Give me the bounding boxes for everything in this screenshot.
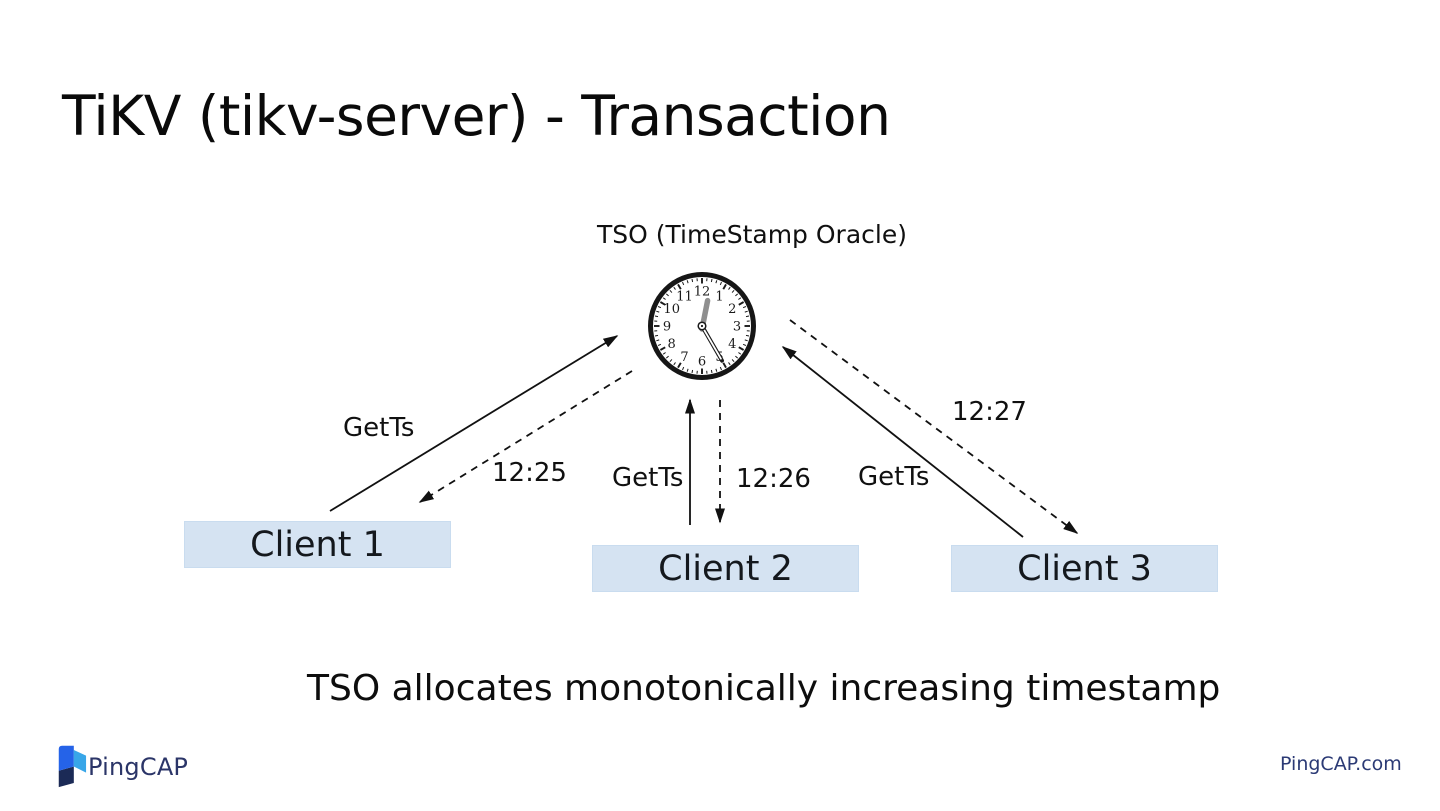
pingcap-brand-text: PingCAP [88,753,189,781]
client3-box: Client 3 [951,545,1218,592]
client1-request-arrow [329,335,619,512]
clock-ticks [654,278,750,374]
clock-icon: 12 1 2 3 4 5 6 7 8 9 10 11 [648,272,756,380]
slide-title: TiKV (tikv-server) - Transaction [62,84,891,148]
clock-number: 3 [733,320,741,335]
clock-number: 4 [728,337,736,352]
website-text: PingCAP.com [1280,753,1402,775]
slide-caption: TSO allocates monotonically increasing t… [307,668,1221,709]
pingcap-logo: PingCAP [55,743,190,789]
clock-number: 1 [715,289,723,304]
client2-response-label: 12:26 [736,464,811,494]
client1-response-label: 12:25 [492,458,567,488]
client2-label: Client 2 [658,548,793,589]
client2-box: Client 2 [592,545,859,592]
clock-number: 7 [680,350,688,365]
clock-hub-dot [700,324,704,328]
clock-number: 12 [694,285,711,300]
minute-hand [701,326,722,360]
client3-response-arrow [789,319,1079,534]
client3-request-label: GetTs [858,462,930,492]
client1-label: Client 1 [250,524,385,565]
client1-response-arrow [418,370,633,503]
client2-request-label: GetTs [612,463,684,493]
client1-request-label: GetTs [343,413,415,443]
pingcap-logo-mark-icon [58,745,87,788]
clock-number: 10 [663,302,680,317]
client3-label: Client 3 [1017,548,1152,589]
clock-number: 9 [663,320,671,335]
clock-number: 8 [668,337,676,352]
client1-box: Client 1 [184,521,451,568]
client3-response-label: 12:27 [952,397,1027,427]
clock-number: 6 [698,355,706,370]
clock-number: 2 [728,302,736,317]
tso-label: TSO (TimeStamp Oracle) [597,220,907,249]
clock-number: 11 [676,289,693,304]
client3-request-arrow [781,346,1024,538]
